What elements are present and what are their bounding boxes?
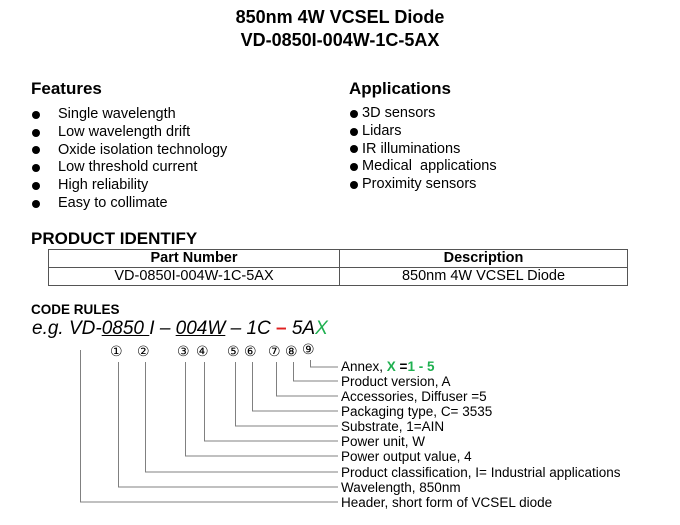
code-wavelength: 0850 bbox=[101, 318, 144, 339]
label-power-unit: Power unit, W bbox=[341, 434, 426, 449]
feature-item: Easy to collimate bbox=[32, 195, 227, 213]
bullet-icon bbox=[32, 110, 40, 119]
product-identify-table: Part Number Description VD-0850I-004W-1C… bbox=[48, 249, 628, 286]
marker-3: ③ bbox=[177, 344, 190, 360]
label-wavelength: Wavelength, 850nm bbox=[341, 480, 461, 495]
connector-wavelength bbox=[118, 362, 338, 488]
application-item: Medical applications bbox=[350, 158, 497, 176]
label-packaging: Packaging type, C= 3535 bbox=[341, 404, 493, 419]
marker-7: ⑦ bbox=[268, 344, 281, 360]
marker-2: ② bbox=[137, 344, 150, 360]
bullet-icon bbox=[32, 146, 40, 155]
connector-version bbox=[293, 362, 338, 382]
connector-power-value bbox=[185, 362, 338, 457]
marker-8: ⑧ bbox=[285, 344, 298, 360]
applications-list: 3D sensors Lidars IR illuminations Medic… bbox=[350, 105, 497, 194]
code-substrate-package: 1C bbox=[246, 318, 271, 339]
product-identify-heading: PRODUCT IDENTIFY bbox=[31, 229, 198, 248]
title-line-1: 850nm 4W VCSEL Diode bbox=[235, 7, 445, 27]
feature-item: Oxide isolation technology bbox=[32, 142, 227, 160]
code-classification: I bbox=[149, 318, 155, 339]
label-product-version: Product version, A bbox=[341, 374, 451, 389]
feature-item: High reliability bbox=[32, 177, 227, 195]
bullet-icon bbox=[350, 145, 358, 154]
connector-power-unit bbox=[204, 362, 338, 442]
cell-part-number: VD-0850I-004W-1C-5AX bbox=[48, 267, 340, 286]
feature-item: Single wavelength bbox=[32, 106, 227, 124]
label-header: Header, short form of VCSEL diode bbox=[341, 495, 553, 510]
connector-annex bbox=[310, 360, 338, 368]
cell-description: 850nm 4W VCSEL Diode bbox=[339, 267, 628, 286]
code-rules-heading: CODE RULES bbox=[31, 302, 120, 317]
marker-4: ④ bbox=[196, 344, 209, 360]
connector-classification bbox=[145, 362, 338, 473]
label-power-value: Power output value, 4 bbox=[341, 449, 472, 464]
label-substrate: Substrate, 1=AIN bbox=[341, 419, 445, 434]
connector-header bbox=[80, 350, 338, 503]
bullet-icon bbox=[350, 109, 358, 118]
application-item: IR illuminations bbox=[350, 141, 497, 159]
bullet-icon bbox=[32, 199, 40, 208]
bullet-icon bbox=[350, 163, 358, 172]
connector-substrate bbox=[235, 362, 338, 427]
application-item: Lidars bbox=[350, 123, 497, 141]
table-row: VD-0850I-004W-1C-5AX 850nm 4W VCSEL Diod… bbox=[48, 267, 628, 286]
bullet-icon bbox=[32, 128, 40, 137]
title-line-2: VD-0850I-004W-1C-5AX bbox=[240, 30, 440, 50]
code-power: 004W bbox=[175, 318, 226, 339]
table-header-row: Part Number Description bbox=[48, 249, 628, 268]
marker-1: ① bbox=[110, 344, 123, 360]
code-accessory-version: 5A bbox=[291, 318, 316, 339]
bullet-icon bbox=[350, 181, 358, 190]
application-item: 3D sensors bbox=[350, 105, 497, 123]
feature-item: Low threshold current bbox=[32, 159, 227, 177]
code-annex: X bbox=[315, 318, 328, 339]
marker-5: ⑤ bbox=[227, 344, 240, 360]
applications-heading: Applications bbox=[349, 79, 452, 98]
marker-6: ⑥ bbox=[244, 344, 257, 360]
feature-item: Low wavelength drift bbox=[32, 124, 227, 142]
label-annex: Annex, X =1 - 5 bbox=[341, 359, 435, 374]
features-heading: Features bbox=[31, 79, 102, 98]
marker-9: ⑨ bbox=[302, 342, 315, 358]
connector-packaging bbox=[252, 362, 338, 412]
label-classification: Product classification, I= Industrial ap… bbox=[341, 465, 621, 480]
code-example: e.g. VD-0850 I – 004W – 1C – 5AX bbox=[32, 318, 328, 339]
application-item: Proximity sensors bbox=[350, 176, 497, 194]
bullet-icon bbox=[32, 182, 40, 191]
bullet-icon bbox=[350, 127, 358, 136]
features-list: Single wavelength Low wavelength drift O… bbox=[32, 106, 227, 213]
bullet-icon bbox=[32, 164, 40, 173]
label-accessories: Accessories, Diffuser =5 bbox=[341, 389, 487, 404]
connector-accessories bbox=[276, 362, 338, 397]
